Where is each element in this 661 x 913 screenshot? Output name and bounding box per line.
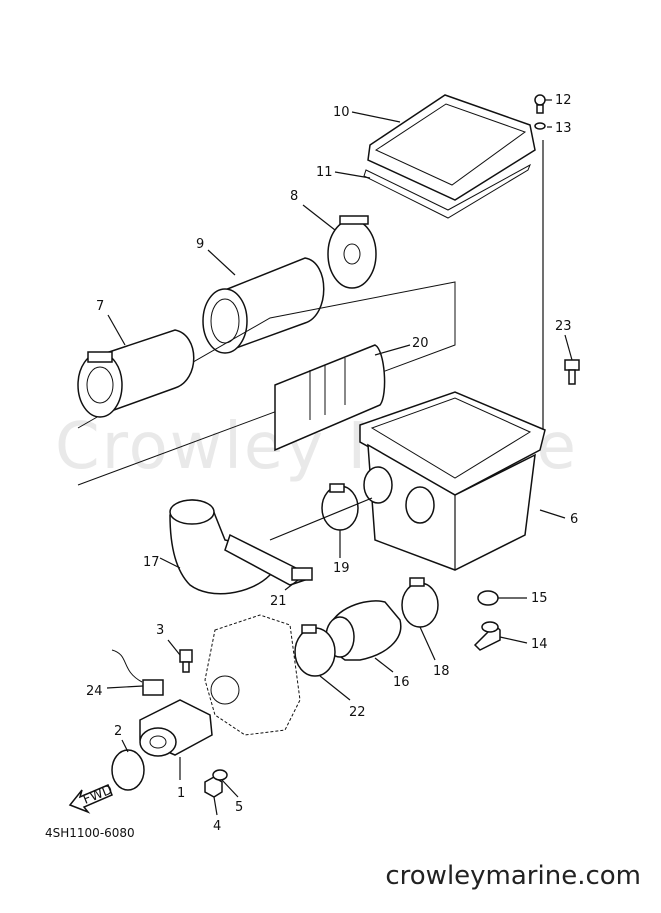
element-holder bbox=[327, 215, 377, 289]
intake-joint bbox=[139, 699, 213, 757]
cover-plate bbox=[274, 344, 386, 452]
callout-5: 5 bbox=[235, 800, 243, 815]
callout-1: 1 bbox=[177, 786, 185, 801]
callout-15: 15 bbox=[531, 591, 548, 606]
washer-5 bbox=[212, 769, 228, 781]
o-ring bbox=[111, 749, 145, 791]
drain-hose-21 bbox=[291, 567, 313, 581]
filter-element bbox=[202, 257, 325, 354]
callout-3: 3 bbox=[156, 623, 164, 638]
callout-4: 4 bbox=[213, 819, 221, 834]
callout-23: 23 bbox=[555, 319, 572, 334]
callout-9: 9 bbox=[196, 237, 204, 252]
airbox-lid bbox=[367, 94, 536, 201]
callout-12: 12 bbox=[555, 93, 572, 108]
callout-24: 24 bbox=[86, 684, 103, 699]
callout-22: 22 bbox=[349, 705, 366, 720]
intake-duct bbox=[325, 600, 402, 661]
clamp-19 bbox=[321, 483, 359, 531]
callout-labels: 1 2 3 4 5 6 7 8 9 10 11 12 13 14 15 16 1… bbox=[86, 93, 578, 834]
callout-10: 10 bbox=[333, 105, 350, 120]
fwd-label: FWD bbox=[81, 783, 115, 808]
bolt-23 bbox=[564, 359, 580, 385]
callout-7: 7 bbox=[96, 299, 104, 314]
drain-14 bbox=[473, 621, 501, 651]
leader-lines bbox=[106, 99, 573, 816]
lid-screw bbox=[534, 94, 546, 430]
callout-17: 17 bbox=[143, 555, 160, 570]
callout-19: 19 bbox=[333, 561, 350, 576]
forward-arrow-icon: FWD bbox=[68, 783, 115, 814]
callout-20: 20 bbox=[412, 336, 429, 351]
clamp-18 bbox=[401, 577, 439, 628]
callout-6: 6 bbox=[570, 512, 578, 527]
callout-21: 21 bbox=[270, 594, 287, 609]
filter-guide bbox=[77, 329, 195, 418]
callout-11: 11 bbox=[316, 165, 333, 180]
site-url[interactable]: crowleymarine.com bbox=[385, 861, 641, 891]
bolt-3 bbox=[179, 649, 193, 673]
diagram-code: 4SH1100-6080 bbox=[45, 826, 135, 840]
bracket-24 bbox=[111, 649, 164, 696]
callout-13: 13 bbox=[555, 121, 572, 136]
callout-16: 16 bbox=[393, 675, 410, 690]
elbow-hose bbox=[169, 497, 373, 595]
plug-15 bbox=[477, 590, 499, 606]
callout-14: 14 bbox=[531, 637, 548, 652]
callout-2: 2 bbox=[114, 724, 122, 739]
carburetor bbox=[204, 614, 301, 736]
callout-18: 18 bbox=[433, 664, 450, 679]
clamp-22 bbox=[294, 624, 336, 677]
callout-8: 8 bbox=[290, 189, 298, 204]
airbox-case bbox=[359, 391, 546, 571]
lid-gasket bbox=[363, 163, 531, 219]
